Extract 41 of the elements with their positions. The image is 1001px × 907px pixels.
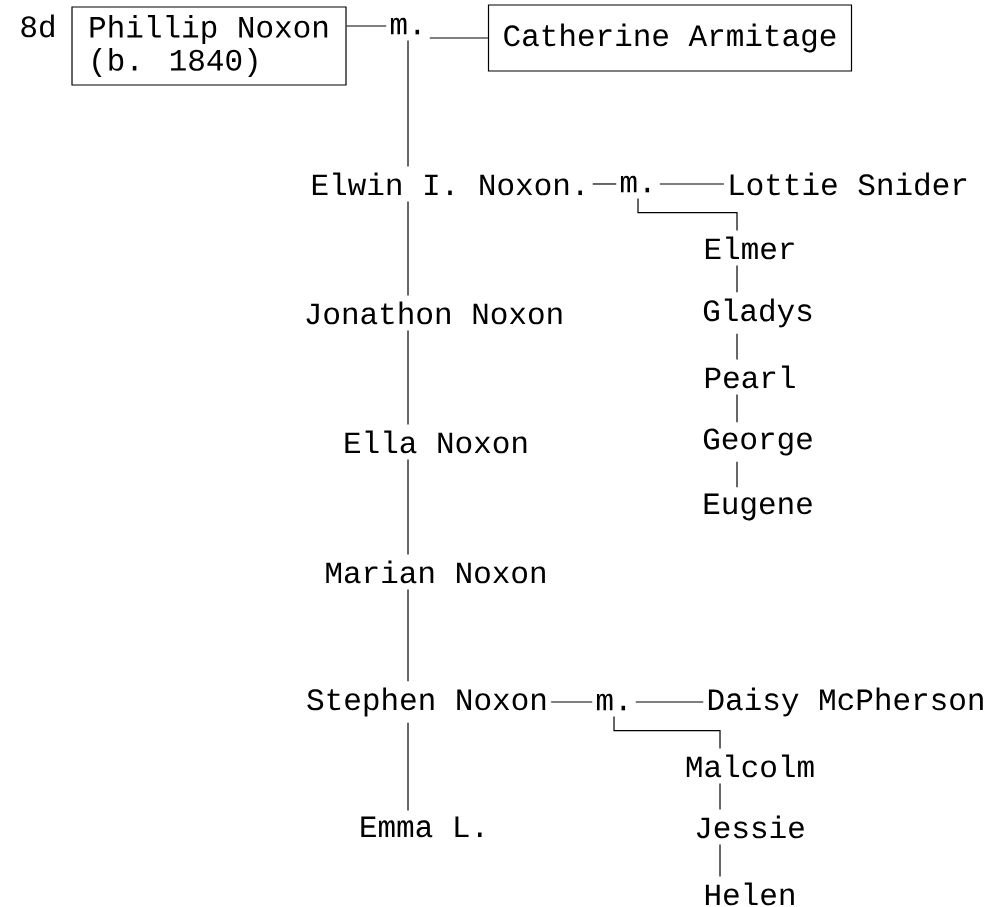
connector-line [719,782,721,810]
person-name: Eugene [704,493,812,521]
person-name: Daisy McPherson [708,687,983,717]
connector-line [637,197,738,231]
person-name: Emma L. [361,816,482,838]
connector-line [550,701,593,703]
connector-line [613,715,721,749]
connector-line [736,333,738,360]
connector-line [736,461,738,488]
connector-line [407,722,409,812]
connector-line [592,183,617,185]
person-name: Marian Noxon [326,560,545,584]
marriage-label: m. [596,693,626,711]
connector-line [719,843,721,877]
person-name: Ella Noxon [345,430,527,454]
connector-line [736,264,738,293]
person-name: Jessie [696,815,804,839]
person-name: Lottie Snider [730,172,967,196]
person-name: Helen [705,882,794,906]
person-name: Jonathon Noxon [306,301,562,325]
connector-line [407,458,409,555]
marriage-label: m. [390,17,420,35]
person-name: Elwin I. Noxon. [312,172,582,196]
person-name: Malcolm [686,754,814,778]
connector-line [736,393,738,423]
person-name: Gladys [703,298,812,328]
marriage-label: m. [620,175,650,193]
connector-line [346,25,387,27]
connector-line [429,37,489,39]
person-box: Phillip Noxon (b. 1840) [71,6,347,86]
connector-line [635,701,704,703]
person-name: George [703,428,812,456]
person-name: Pearl [705,365,795,389]
person-name: Elmer [705,236,794,260]
person-name: Stephen Noxon [307,687,546,717]
person-box: Catherine Armitage [487,4,853,72]
connector-line [659,183,725,185]
connector-line [407,200,409,296]
connector-line [407,39,409,167]
connector-line [407,329,409,425]
connector-line [407,588,409,682]
